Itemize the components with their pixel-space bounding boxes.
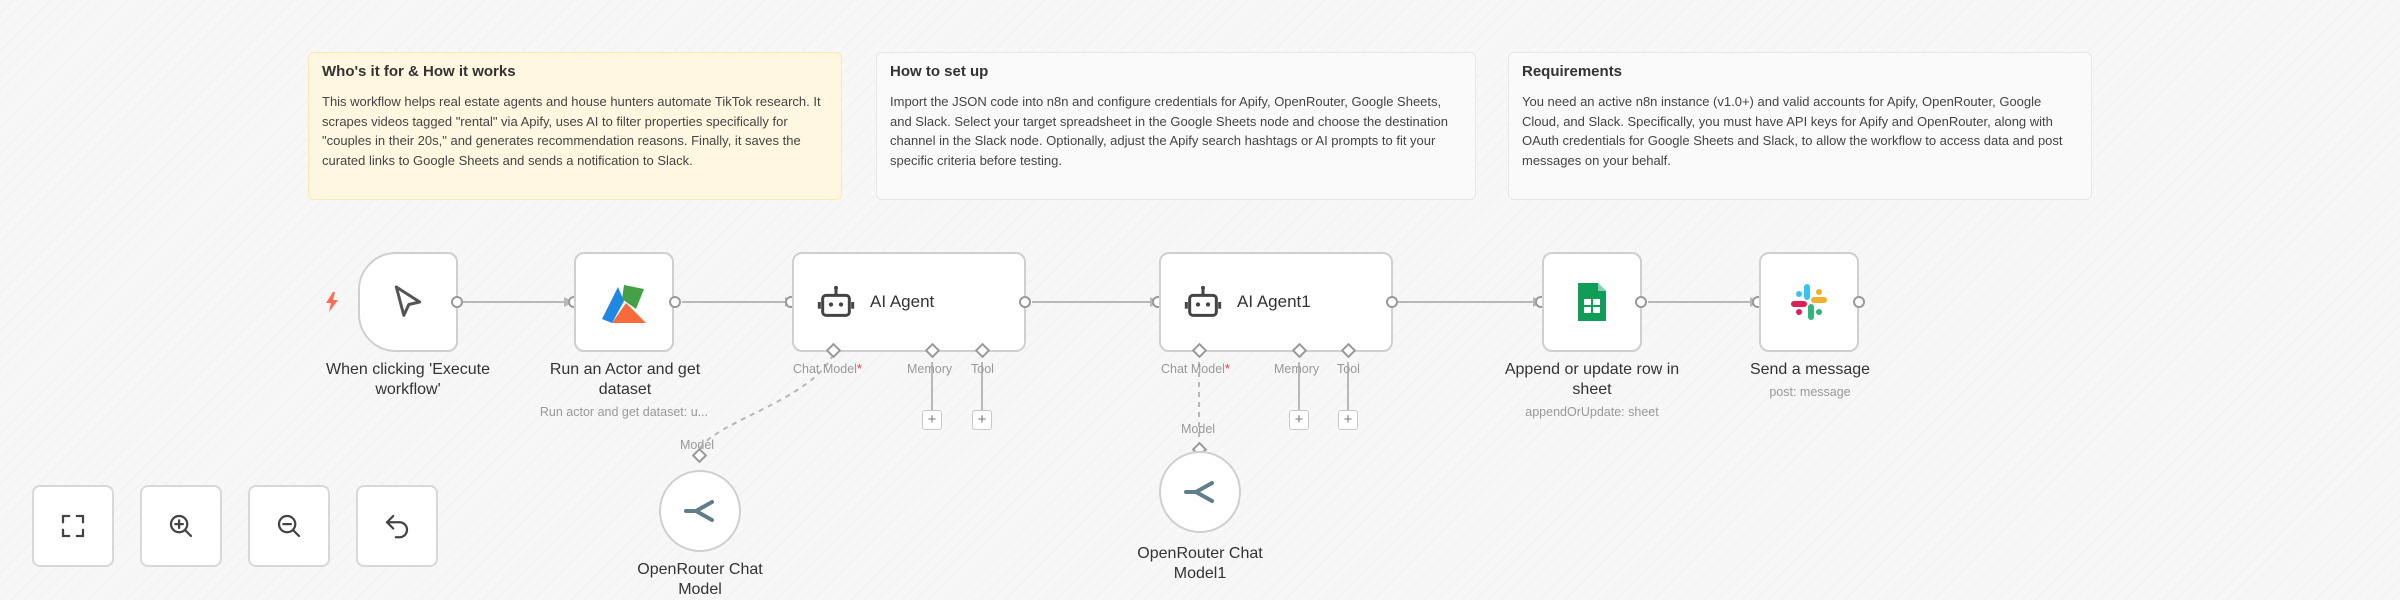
output-port[interactable] (1853, 296, 1865, 308)
zoom-out-icon (277, 514, 301, 538)
chat-model-port-label: Chat Model* (1161, 362, 1230, 376)
google-sheets-icon (1578, 283, 1606, 321)
model-port-label: Model (1181, 422, 1216, 436)
node-label: AI Agent (870, 292, 935, 311)
robot-icon (1184, 285, 1222, 317)
apify-icon (602, 285, 646, 323)
zoom-in-button[interactable] (140, 485, 222, 567)
slack-icon (1791, 284, 1827, 320)
node-slack[interactable] (1759, 252, 1859, 352)
sticky-note-title: Who's it for & How it works (322, 63, 516, 80)
chat-model-port-label: Chat Model* (793, 362, 862, 376)
fit-view-icon (61, 514, 85, 538)
node-label: When clicking 'Execute workflow' (325, 361, 490, 398)
sticky-note-body: Import the JSON code into n8n and config… (890, 94, 1448, 168)
node-ai-agent[interactable]: AI Agent (792, 252, 1026, 352)
sticky-note-title: Requirements (1522, 63, 1623, 80)
node-label: OpenRouter Chat Model1 (1137, 545, 1263, 582)
node-label: OpenRouter Chat Model (637, 561, 763, 598)
sticky-note-requirements[interactable]: Requirements You need an active n8n inst… (1508, 52, 2092, 200)
add-memory-button[interactable]: + (1289, 410, 1309, 430)
model-connection (699, 354, 834, 449)
cursor-icon (394, 285, 422, 317)
node-openrouter-chat-model1[interactable] (1159, 451, 1241, 533)
sticky-note-overview[interactable]: Who's it for & How it works This workflo… (308, 52, 842, 200)
openrouter-icon (1184, 481, 1214, 503)
sticky-note-title: How to set up (890, 63, 989, 80)
node-label: Send a message (1749, 361, 1871, 378)
add-memory-button[interactable]: + (922, 410, 942, 430)
output-port[interactable] (1386, 296, 1398, 308)
robot-icon (817, 285, 855, 317)
node-openrouter-chat-model[interactable] (659, 470, 741, 552)
node-label: Append or update row in sheet (1504, 361, 1680, 398)
zoom-out-button[interactable] (248, 485, 330, 567)
model-port-label: Model (680, 438, 715, 452)
node-subtitle: post: message (1769, 385, 1851, 399)
output-port[interactable] (1019, 296, 1031, 308)
lightning-bolt-icon (326, 292, 338, 312)
add-tool-button[interactable]: + (1338, 410, 1358, 430)
node-google-sheets[interactable] (1542, 252, 1642, 352)
zoom-in-icon (169, 514, 193, 538)
sticky-note-body: This workflow helps real estate agents a… (322, 94, 821, 168)
node-label: Run an Actor and get dataset (549, 361, 701, 398)
tool-port-label: Tool (971, 362, 994, 376)
node-label: AI Agent1 (1237, 292, 1311, 311)
openrouter-icon (684, 500, 714, 522)
output-port[interactable] (1635, 296, 1647, 308)
reset-zoom-button[interactable] (356, 485, 438, 567)
node-subtitle: appendOrUpdate: sheet (1525, 405, 1659, 419)
memory-port-label: Memory (1274, 362, 1320, 376)
output-port[interactable] (451, 296, 463, 308)
output-port[interactable] (669, 296, 681, 308)
node-apify[interactable] (574, 252, 674, 352)
node-manual-trigger[interactable] (358, 252, 458, 352)
sticky-note-setup[interactable]: How to set up Import the JSON code into … (876, 52, 1476, 200)
node-subtitle: Run actor and get dataset: u... (539, 405, 709, 419)
fit-view-button[interactable] (32, 485, 114, 567)
tool-port-label: Tool (1337, 362, 1360, 376)
sticky-note-body: You need an active n8n instance (v1.0+) … (1522, 94, 2063, 168)
memory-port-label: Memory (907, 362, 953, 376)
reset-zoom-icon (385, 514, 409, 539)
add-tool-button[interactable]: + (972, 410, 992, 430)
node-ai-agent1[interactable]: AI Agent1 (1159, 252, 1393, 352)
